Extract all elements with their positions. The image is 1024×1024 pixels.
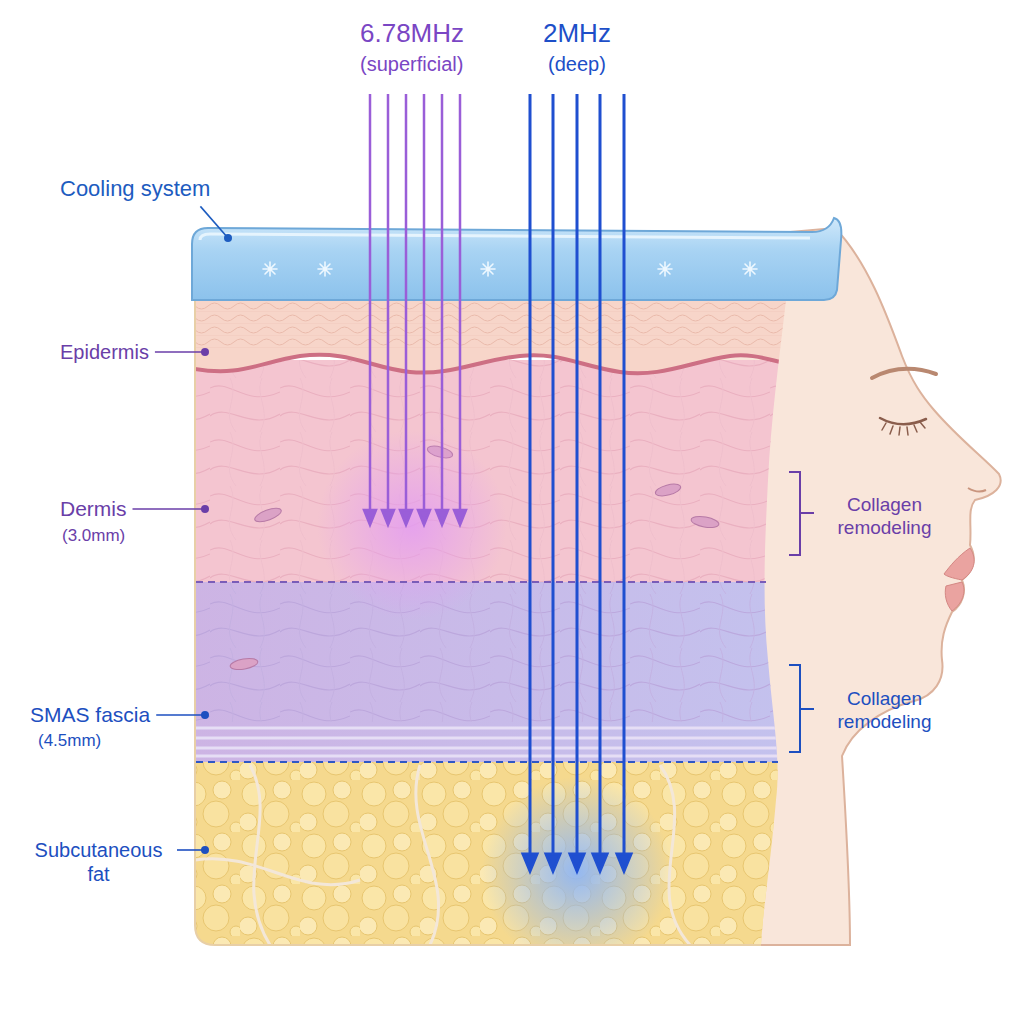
effect-label: Collagen remodeling: [822, 494, 947, 540]
frequency-label: 2MHz: [543, 18, 611, 49]
smas-bracket: [789, 665, 814, 752]
lips: [944, 548, 974, 611]
layer-label: Subcutaneous fat: [26, 838, 171, 886]
leader-dot: [201, 711, 209, 719]
leader-line: [200, 206, 228, 238]
depth-note: (deep): [548, 52, 606, 76]
leader-dot: [201, 348, 209, 356]
leader-line: [133, 508, 206, 510]
epidermis-cells: [190, 300, 810, 350]
skin-layers: [190, 300, 810, 967]
thickness-label: (3.0mm): [62, 526, 125, 546]
eyebrow: [872, 369, 936, 378]
eyelashes: [882, 422, 925, 435]
closed-eye: [880, 418, 926, 424]
epidermis-layer: [190, 300, 810, 373]
basement-membrane: [190, 355, 810, 374]
leader-line: [156, 714, 205, 716]
smas-layer: [190, 582, 810, 762]
snowflakes: [263, 262, 757, 276]
effect-label: Collagen remodeling: [822, 688, 947, 734]
dermis-boundary: [196, 581, 766, 583]
thickness-label: (4.5mm): [38, 731, 101, 751]
fascia-band: [190, 728, 810, 756]
frequency-label: 6.78MHz: [360, 18, 464, 49]
leader-line: [177, 849, 205, 851]
dermis-bracket: [789, 472, 814, 555]
superficial-heat-zone: [317, 430, 507, 620]
leader-dot: [201, 505, 209, 513]
leader-line: [155, 351, 205, 353]
layer-label: SMAS fascia: [30, 702, 150, 727]
layer-label: Cooling system: [60, 176, 210, 202]
nostril: [968, 488, 986, 492]
layer-label: Epidermis: [60, 340, 149, 364]
cooling-highlight: [200, 234, 810, 240]
smas-fibers: [190, 582, 810, 722]
depth-note: (superficial): [360, 52, 463, 76]
leader-dot: [224, 234, 232, 242]
superficial-rf-arrows: [364, 94, 466, 525]
cooling-plate: [192, 218, 841, 300]
leader-dot: [201, 846, 209, 854]
deep-rf-arrows: [523, 94, 631, 871]
skin-block-outline: [195, 300, 761, 945]
layer-label: Dermis: [60, 496, 127, 521]
smas-boundary: [196, 761, 778, 763]
